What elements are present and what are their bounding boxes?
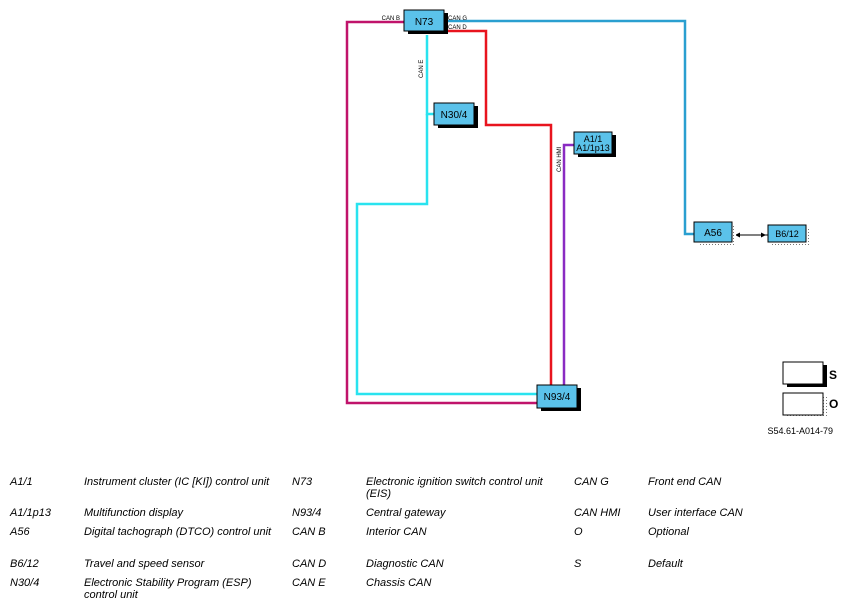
component-label: N93/4 <box>544 392 571 403</box>
legend-code: S <box>574 558 582 570</box>
legend-description: Chassis CAN <box>366 577 432 589</box>
legend-code: N30/4 <box>10 577 40 589</box>
bus-label-can-b: CAN B <box>382 16 400 22</box>
legend-table: A1/1 Instrument cluster (IC [KI]) contro… <box>0 470 848 608</box>
legend-description: Interior CAN <box>366 526 427 538</box>
can-g-line <box>447 19 695 236</box>
legend-code: A56 <box>10 526 30 538</box>
component-n93-4: N93/4 <box>536 384 581 411</box>
component-b6-12: B6/12 <box>767 224 810 245</box>
legend-description: Electronic ignition switch control unit … <box>366 476 543 500</box>
can-hmi-line <box>562 143 575 385</box>
legend-code: CAN E <box>292 577 326 589</box>
legend-code: CAN HMI <box>574 507 621 519</box>
legend-description: Instrument cluster (IC [KI]) control uni… <box>84 476 270 488</box>
legend-code: CAN B <box>292 526 326 538</box>
legend-code: O <box>574 526 583 538</box>
legend-code: CAN D <box>292 558 327 570</box>
legend-description: Digital tachograph (DTCO) control unit <box>84 526 272 538</box>
legend-description: Central gateway <box>366 507 446 519</box>
legend-description: Optional <box>648 526 689 538</box>
component-a1-1: A1/1 A1/1p13 <box>573 131 616 157</box>
bus-label-can-hmi: CAN HMI <box>557 146 563 172</box>
can-e-line <box>425 35 435 116</box>
component-a56: A56 <box>693 221 736 245</box>
key-optional-label: O <box>829 397 838 411</box>
key-optional: O <box>782 392 838 418</box>
legend-code: A1/1p13 <box>10 507 51 519</box>
reference-code: S54.61-A014-79 <box>767 426 833 436</box>
component-label: B6/12 <box>775 229 799 239</box>
key-default-label: S <box>829 368 837 382</box>
legend-description: Diagnostic CAN <box>366 558 444 570</box>
key-default: S <box>782 361 837 387</box>
can-d-line <box>447 29 553 385</box>
legend-code: N73 <box>292 476 313 488</box>
component-n30-4: N30/4 <box>433 102 478 128</box>
arrowhead-icon <box>735 232 740 238</box>
legend-description: User interface CAN <box>648 507 743 519</box>
legend-description: Multifunction display <box>84 507 184 519</box>
component-label: N73 <box>415 17 434 28</box>
component-label: A1/1 <box>584 134 603 144</box>
component-label: A1/1p13 <box>576 143 610 153</box>
can-b-line <box>345 20 540 405</box>
legend-code: N93/4 <box>292 507 322 519</box>
legend-description: Front end CAN <box>648 476 722 488</box>
legend-description: Travel and speed sensor <box>84 558 205 570</box>
bus-label-can-g: CAN G <box>448 16 467 22</box>
bus-label-can-e: CAN E <box>419 60 425 78</box>
component-label: N30/4 <box>441 110 468 121</box>
legend-description: Default <box>648 558 683 570</box>
legend-code: A1/1 <box>10 476 33 488</box>
can-e-line <box>355 114 540 396</box>
legend-description: Electronic Stability Program (ESP) contr… <box>84 577 252 601</box>
legend-code: CAN G <box>574 476 609 488</box>
component-n73: N73 <box>403 9 448 34</box>
can-topology-diagram: CAN B CAN G CAN D CAN E CAN HMI N73 N30/… <box>345 9 838 436</box>
legend-code: B6/12 <box>10 558 39 570</box>
arrowhead-icon <box>761 232 766 238</box>
component-label: A56 <box>704 228 722 239</box>
bus-label-can-d: CAN D <box>448 25 467 31</box>
